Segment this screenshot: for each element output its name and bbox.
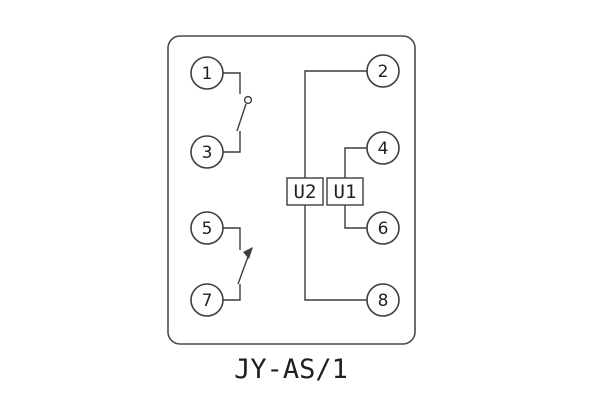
contact-arrowhead-icon	[243, 247, 253, 259]
wire-terminal8-to-u2	[304, 205, 367, 301]
wire-contact-to-terminal7	[223, 284, 241, 301]
terminal-3: 3	[190, 135, 224, 169]
wire-terminal4-to-u1	[344, 147, 367, 178]
terminal-6-label: 6	[378, 219, 389, 239]
wire-terminal2-to-u2	[304, 70, 367, 178]
terminal-8-label: 8	[378, 291, 389, 311]
wire-contact-to-terminal3	[223, 131, 241, 153]
wire-terminal1-to-contact	[223, 72, 241, 94]
terminal-3-label: 3	[202, 143, 213, 163]
unit-u2-box	[286, 177, 324, 206]
wire-terminal6-to-u1	[344, 205, 367, 229]
terminal-7-circle	[190, 283, 224, 317]
terminal-4-label: 4	[378, 139, 389, 159]
terminal-8: 8	[366, 283, 400, 317]
terminal-8-circle	[366, 283, 400, 317]
terminal-7-label: 7	[202, 291, 213, 311]
contact-pivot-icon	[243, 95, 253, 105]
contact-switch-arrow-icon	[237, 247, 253, 285]
terminal-2-circle	[366, 54, 400, 88]
terminal-5-circle	[190, 211, 224, 245]
terminal-1-circle	[190, 56, 224, 90]
terminal-4: 4	[366, 131, 400, 165]
unit-u1-label: U1	[334, 181, 357, 203]
terminal-7: 7	[190, 283, 224, 317]
model-label: JY-AS/1	[234, 354, 348, 385]
unit-u2-label: U2	[294, 181, 317, 203]
enclosure-outline	[167, 35, 416, 345]
unit-u2: U2	[286, 177, 324, 206]
contact-switch-icon	[236, 95, 253, 132]
contact-blade-icon	[236, 103, 247, 132]
contact-blade-icon	[237, 253, 250, 285]
unit-u1: U1	[326, 177, 364, 206]
terminal-1: 1	[190, 56, 224, 90]
unit-u1-box	[326, 177, 364, 206]
terminal-6: 6	[366, 211, 400, 245]
terminal-3-circle	[190, 135, 224, 169]
terminal-2: 2	[366, 54, 400, 88]
terminal-4-circle	[366, 131, 400, 165]
terminal-6-circle	[366, 211, 400, 245]
terminal-5: 5	[190, 211, 224, 245]
terminal-5-label: 5	[202, 219, 213, 239]
terminal-2-label: 2	[378, 62, 389, 82]
terminal-1-label: 1	[202, 64, 213, 84]
wire-terminal5-to-contact	[223, 227, 241, 250]
